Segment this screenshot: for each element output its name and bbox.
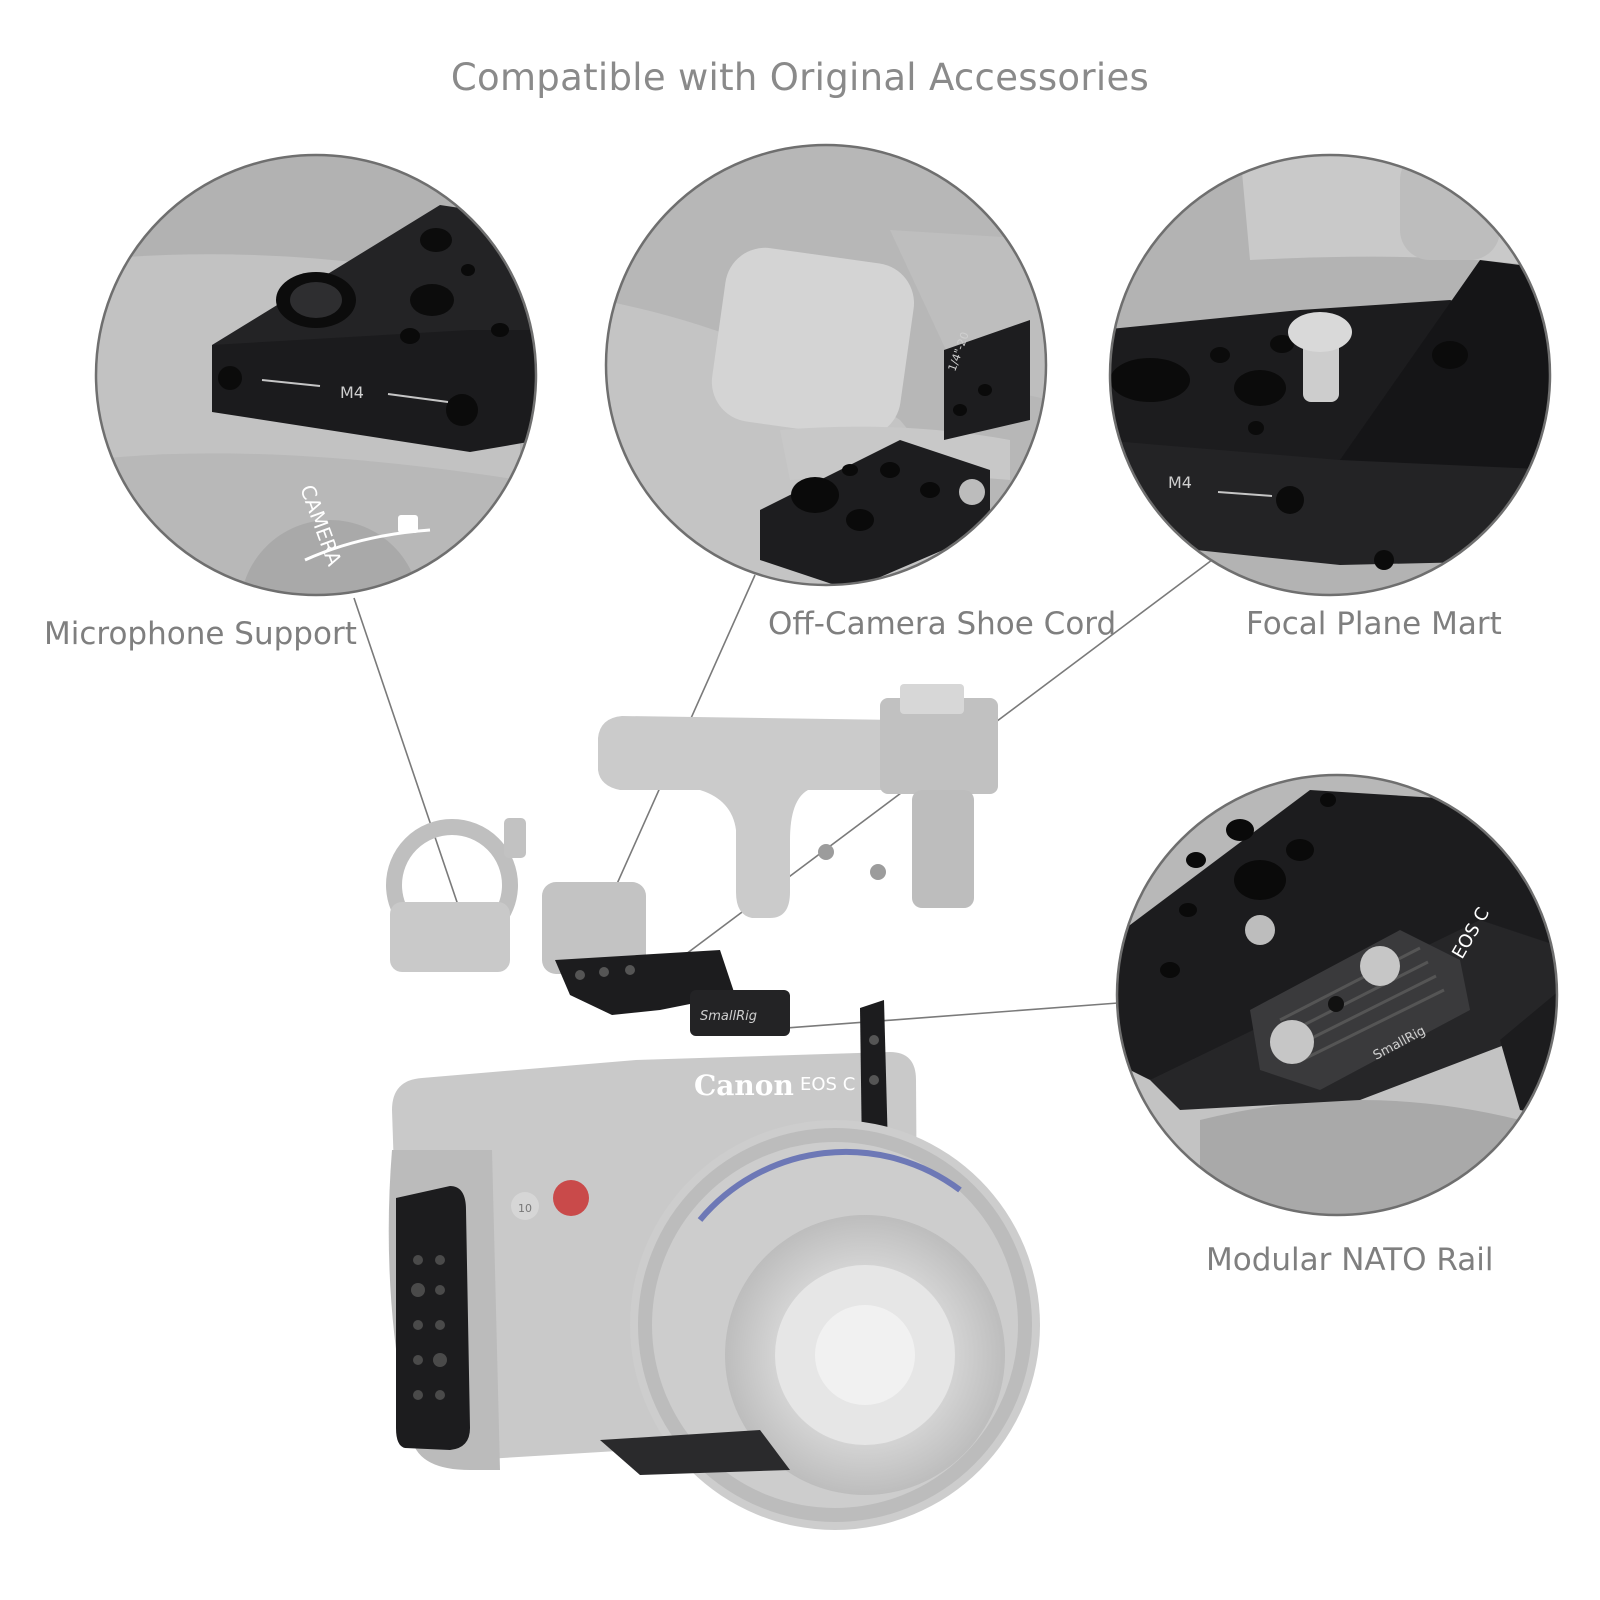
callout-off-camera-shoe-cord: Off-Camera Shoe Cord xyxy=(768,606,1117,642)
detail-microphone-support: M4 CAMERA xyxy=(96,155,536,595)
handle-arm xyxy=(912,790,974,908)
circle-frame-1 xyxy=(94,153,538,597)
cold-shoe-riser xyxy=(880,698,998,794)
receiver-block xyxy=(711,247,915,438)
bottom-plate xyxy=(600,1430,790,1475)
m4-engraving: M4 xyxy=(340,383,364,402)
camera-brand-text: Canon xyxy=(694,1069,794,1102)
callout-focal-plane-mart: Focal Plane Mart xyxy=(1246,606,1502,642)
detail-nato-rail: SmallRig EOS C xyxy=(1117,775,1557,1215)
lens-blue-ring xyxy=(697,1148,962,1222)
camera-model-text: EOS C xyxy=(800,1074,855,1095)
top-handle xyxy=(598,716,930,918)
side-handle-cage xyxy=(396,1186,470,1450)
circle-frame-2 xyxy=(604,143,1048,587)
button-number: 10 xyxy=(518,1202,532,1215)
lock-icon xyxy=(398,515,418,533)
circle-frame-4 xyxy=(1115,773,1559,1217)
leader-nato xyxy=(759,1002,1119,1031)
nato-rail-mini xyxy=(690,990,790,1036)
detail-focal-plane: M4 xyxy=(1110,155,1550,595)
callout-modular-nato-rail: Modular NATO Rail xyxy=(1206,1242,1494,1278)
receiver-box xyxy=(542,882,646,974)
cold-shoe-top xyxy=(900,684,964,714)
cage-brand-text: SmallRig xyxy=(700,1009,757,1024)
page-title: Compatible with Original Accessories xyxy=(450,56,1150,99)
screw-icon xyxy=(959,479,985,505)
circle-frame-3 xyxy=(1108,153,1552,597)
detail-shoe-cord: 1/4"-20 xyxy=(606,145,1046,585)
callout-microphone-support: Microphone Support xyxy=(44,616,357,652)
camera-rig: SmallRig Canon EOS C 10 xyxy=(386,684,1040,1530)
m4-engraving-b: M4 xyxy=(1168,473,1192,492)
record-button xyxy=(553,1180,589,1216)
hex-screw-icon xyxy=(1245,915,1275,945)
